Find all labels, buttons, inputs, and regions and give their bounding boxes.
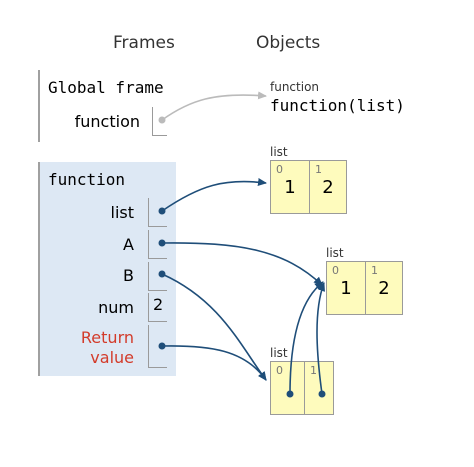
list-object-2-cell-1: 1 2 — [365, 261, 403, 315]
list-object-1-type: list — [270, 145, 288, 159]
cell-index: 1 — [315, 163, 322, 176]
cell-index: 0 — [276, 364, 283, 377]
cell-value: 1 — [340, 278, 352, 299]
list-object-3-type: list — [270, 346, 288, 360]
call-var-A-slot — [148, 230, 167, 259]
objects-header: Objects — [256, 33, 321, 53]
arrow-return — [158, 342, 267, 381]
list-object-2-cell-0: 0 1 — [326, 261, 366, 315]
call-var-list-label: list — [110, 203, 135, 222]
call-var-num-value: 2 — [153, 295, 164, 314]
list-object-1-cell-0: 0 1 — [270, 160, 310, 214]
arrow-obj3-cell1 — [316, 282, 326, 398]
function-object-signature: function(list) — [270, 96, 405, 115]
list-object-3-cell-1: 1 — [304, 361, 334, 415]
cell-index: 0 — [276, 163, 283, 176]
list-object-1-cell-1: 1 2 — [309, 160, 347, 214]
global-frame-title: Global frame — [48, 78, 164, 97]
global-frame — [38, 70, 40, 142]
call-var-return-slot — [148, 325, 167, 368]
call-var-list-slot — [148, 198, 167, 227]
return-value-label: Return value — [44, 328, 134, 368]
function-object-type: function — [270, 80, 320, 94]
cell-value: 2 — [378, 278, 390, 299]
list-object-2-type: list — [326, 246, 344, 260]
call-var-num-label: num — [98, 298, 134, 317]
call-var-B-label: B — [123, 266, 134, 285]
list-object-3-cell-0: 0 — [270, 361, 305, 415]
global-var-function-slot — [152, 107, 167, 136]
cell-value: 1 — [284, 177, 296, 198]
arrow-B — [158, 270, 267, 381]
cell-index: 1 — [371, 264, 378, 277]
call-frame-title: function — [48, 170, 126, 189]
cell-index: 0 — [332, 264, 339, 277]
call-var-A-label: A — [123, 235, 134, 254]
frames-header: Frames — [113, 33, 175, 53]
return-label-line2: value — [90, 348, 134, 367]
arrow-list — [158, 178, 267, 215]
cell-index: 1 — [310, 364, 317, 377]
arrow-global-function — [158, 91, 267, 124]
call-frame — [38, 162, 176, 376]
call-var-num-slot: 2 — [148, 293, 167, 322]
arrow-A — [158, 239, 323, 286]
global-var-function-label: function — [74, 112, 140, 131]
cell-value: 2 — [322, 177, 334, 198]
call-var-B-slot — [148, 262, 167, 291]
return-label-line1: Return — [80, 328, 134, 347]
arrow-obj3-cell0 — [286, 281, 324, 398]
